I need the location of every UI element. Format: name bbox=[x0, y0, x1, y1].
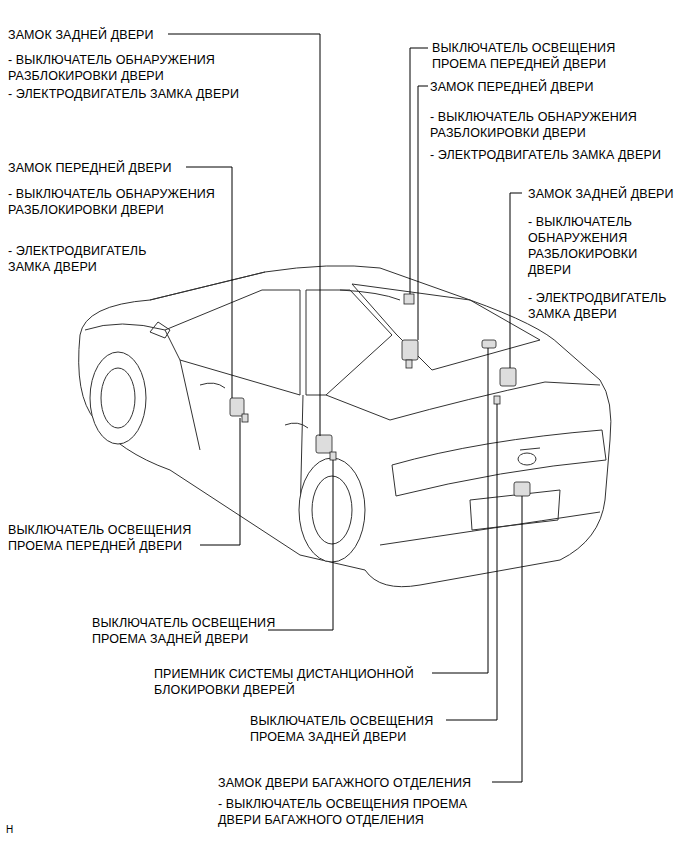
callout-label: - ВЫКЛЮЧАТЕЛЬ ОБНАРУЖЕНИЯ РАЗБЛОКИРОВКИ … bbox=[528, 214, 680, 278]
callout-label: - ЭЛЕКТРОДВИГАТЕЛЬ ЗАМКА ДВЕРИ bbox=[8, 86, 273, 102]
callout-label: ПРИЕМНИК СИСТЕМЫ ДИСТАНЦИОННОЙ БЛОКИРОВК… bbox=[154, 666, 444, 698]
callout-label: ЗАМОК ЗАДНЕЙ ДВЕРИ bbox=[8, 27, 268, 43]
callout-label: ЗАМОК ПЕРЕДНЕЙ ДВЕРИ bbox=[430, 79, 680, 95]
figure-code: H bbox=[6, 822, 26, 838]
callout-label: ВЫКЛЮЧАТЕЛЬ ОСВЕЩЕНИЯ ПРОЕМА ЗАДНЕЙ ДВЕР… bbox=[250, 713, 470, 745]
callout-label: ЗАМОК ДВЕРИ БАГАЖНОГО ОТДЕЛЕНИЯ bbox=[218, 775, 518, 791]
callout-label: - ВЫКЛЮЧАТЕЛЬ ОБНАРУЖЕНИЯ РАЗБЛОКИРОВКИ … bbox=[430, 109, 680, 141]
callout-label: - ЭЛЕКТРОДВИГАТЕЛЬ ЗАМКА ДВЕРИ bbox=[528, 290, 680, 322]
component-symbols bbox=[230, 294, 530, 496]
callout-label: - ВЫКЛЮЧАТЕЛЬ ОБНАРУЖЕНИЯ РАЗБЛОКИРОВКИ … bbox=[8, 186, 248, 218]
callout-label: ЗАМОК ЗАДНЕЙ ДВЕРИ bbox=[528, 186, 680, 202]
callout-label: - ЭЛЕКТРОДВИГАТЕЛЬ ЗАМКА ДВЕРИ bbox=[8, 243, 180, 275]
callout-label: - ВЫКЛЮЧАТЕЛЬ ОБНАРУЖЕНИЯ РАЗБЛОКИРОВКИ … bbox=[8, 52, 273, 84]
callout-label: - ВЫКЛЮЧАТЕЛЬ ОСВЕЩЕНИЯ ПРОЕМА ДВЕРИ БАГ… bbox=[218, 796, 508, 828]
callout-label: ЗАМОК ПЕРЕДНЕЙ ДВЕРИ bbox=[8, 160, 248, 176]
callout-label: ВЫКЛЮЧАТЕЛЬ ОСВЕЩЕНИЯ ПРОЕМА ЗАДНЕЙ ДВЕР… bbox=[92, 615, 312, 647]
callout-label: - ЭЛЕКТРОДВИГАТЕЛЬ ЗАМКА ДВЕРИ bbox=[430, 147, 680, 163]
callout-label: ВЫКЛЮЧАТЕЛЬ ОСВЕЩЕНИЯ ПРОЕМА ПЕРЕДНЕЙ ДВ… bbox=[8, 522, 238, 554]
callout-label: ВЫКЛЮЧАТЕЛЬ ОСВЕЩЕНИЯ ПРОЕМА ПЕРЕДНЕЙ ДВ… bbox=[432, 40, 672, 72]
